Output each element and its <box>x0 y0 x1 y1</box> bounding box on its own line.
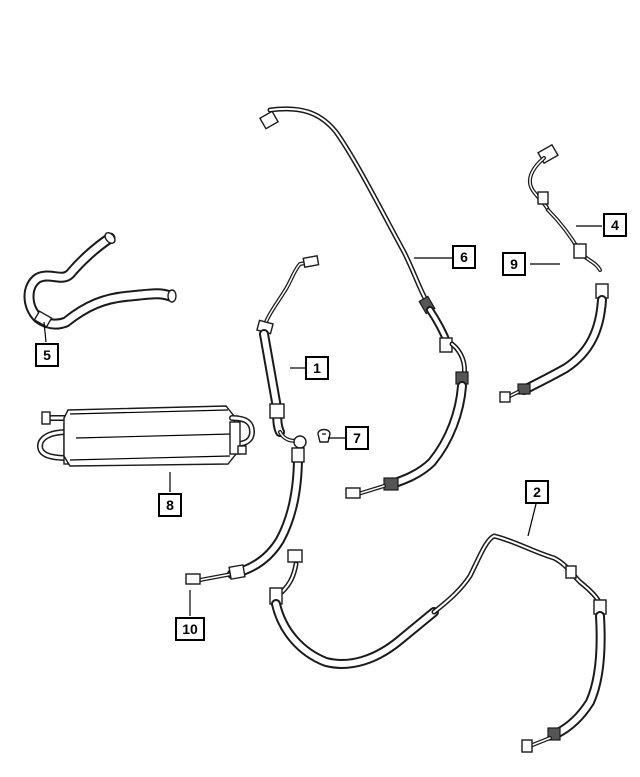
svg-text:1: 1 <box>313 360 321 376</box>
callout-10: 10 <box>175 617 205 641</box>
part-5-hose <box>23 232 177 330</box>
svg-text:6: 6 <box>460 249 468 265</box>
svg-text:9: 9 <box>510 256 518 272</box>
svg-text:5: 5 <box>43 347 51 363</box>
callout-9: 9 <box>502 252 526 276</box>
callout-7: 7 <box>345 426 369 450</box>
svg-text:7: 7 <box>353 430 361 446</box>
part-1-hose <box>185 255 320 585</box>
callout-4: 4 <box>603 213 627 237</box>
callout-2: 2 <box>525 480 549 504</box>
leader-2 <box>527 503 537 537</box>
svg-text:10: 10 <box>182 621 198 637</box>
part-6-hose <box>258 106 469 499</box>
part-7-clip <box>317 428 331 443</box>
part-2-hose <box>269 533 607 753</box>
callout-1: 1 <box>305 356 329 380</box>
callout-6: 6 <box>452 245 476 269</box>
part-8-cooler <box>37 405 255 467</box>
svg-text:4: 4 <box>611 217 619 233</box>
part-4-hose <box>499 143 609 403</box>
callout-8: 8 <box>158 493 182 517</box>
leader-lines <box>43 225 602 616</box>
callout-5: 5 <box>35 343 59 367</box>
svg-text:2: 2 <box>533 484 541 500</box>
svg-text:8: 8 <box>166 497 174 513</box>
leader-5 <box>43 321 47 343</box>
